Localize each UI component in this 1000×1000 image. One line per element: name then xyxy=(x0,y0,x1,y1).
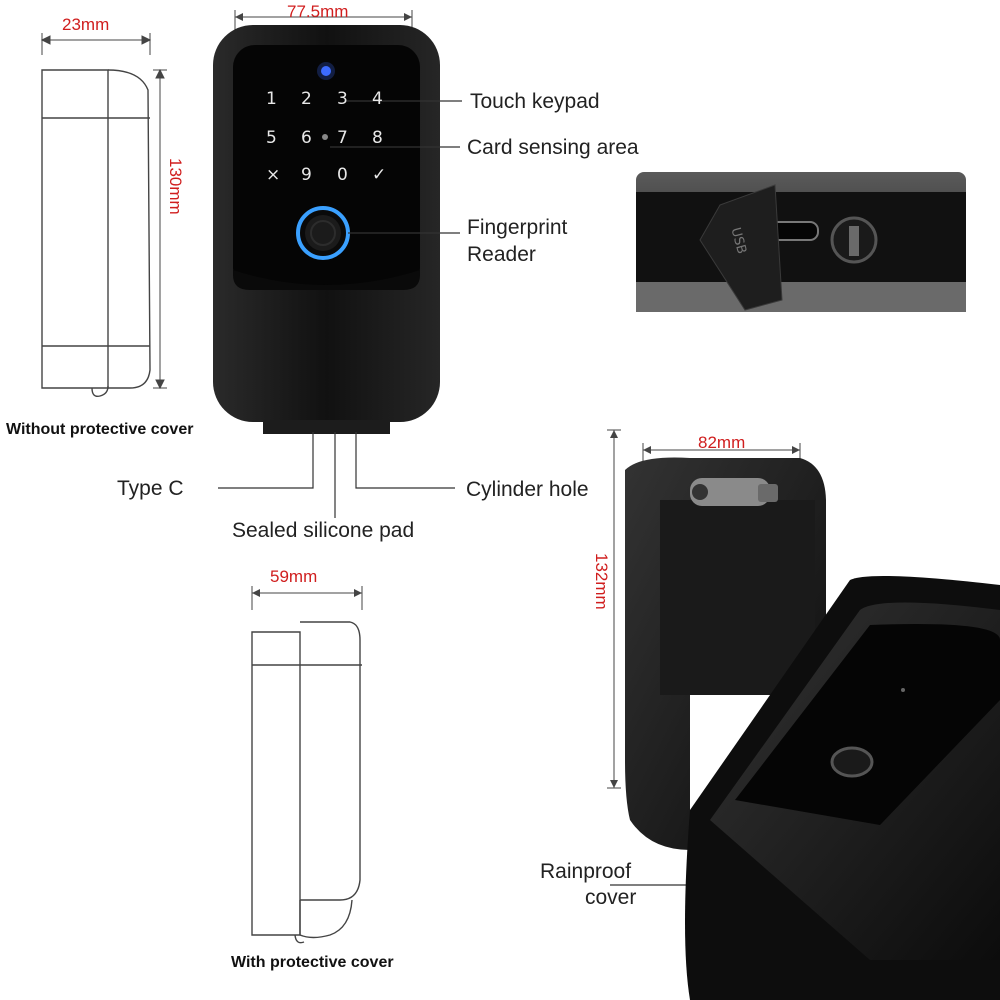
keypad-key-9: 9 xyxy=(301,165,312,185)
label-rainproof-line1: Rainproof xyxy=(540,860,632,883)
keypad-key-0: 0 xyxy=(337,165,348,185)
dim-side-height: 130mm xyxy=(166,158,185,215)
keypad-key-7: 7 xyxy=(337,128,348,148)
dim-cover-height: 132mm xyxy=(592,553,611,610)
dim-side-depth: 23mm xyxy=(62,15,110,34)
dimension-side-height xyxy=(153,68,167,390)
dim-front-width: 77.5mm xyxy=(287,2,349,21)
keypad-key-confirm: ✓ xyxy=(372,165,387,185)
dim-cover-width: 82mm xyxy=(698,433,746,452)
dim-cover-depth: 59mm xyxy=(270,567,318,586)
label-type-c: Type C xyxy=(117,477,184,500)
caption-without-cover: Without protective cover xyxy=(6,421,194,438)
keypad-key-clear: × xyxy=(266,165,281,185)
side-view-with-cover xyxy=(251,586,363,944)
label-card-sensing-area: Card sensing area xyxy=(467,136,639,159)
keypad-key-5: 5 xyxy=(266,128,277,148)
callout-lines xyxy=(218,100,690,886)
keypad-key-4: 4 xyxy=(372,89,383,109)
label-cylinder-hole: Cylinder hole xyxy=(466,478,589,501)
side-view-without-cover xyxy=(41,69,151,398)
label-fingerprint-line1: Fingerprint xyxy=(467,216,568,239)
keypad-key-6: 6 xyxy=(301,128,312,148)
keypad-key-3: 3 xyxy=(337,89,348,109)
dimension-side-depth xyxy=(40,33,152,55)
keypad-key-2: 2 xyxy=(301,89,312,109)
rainproof-cover-photo xyxy=(607,429,1000,1000)
lock-front-view xyxy=(213,10,440,434)
label-touch-keypad: Touch keypad xyxy=(470,90,600,113)
bottom-port-photo xyxy=(636,172,966,312)
label-sealed-silicone-pad: Sealed silicone pad xyxy=(232,519,415,542)
label-fingerprint-line2: Reader xyxy=(467,243,536,266)
caption-with-cover: With protective cover xyxy=(231,954,394,971)
keypad-key-1: 1 xyxy=(266,89,277,109)
label-rainproof-line2: cover xyxy=(585,886,637,909)
keypad-key-8: 8 xyxy=(372,128,383,148)
